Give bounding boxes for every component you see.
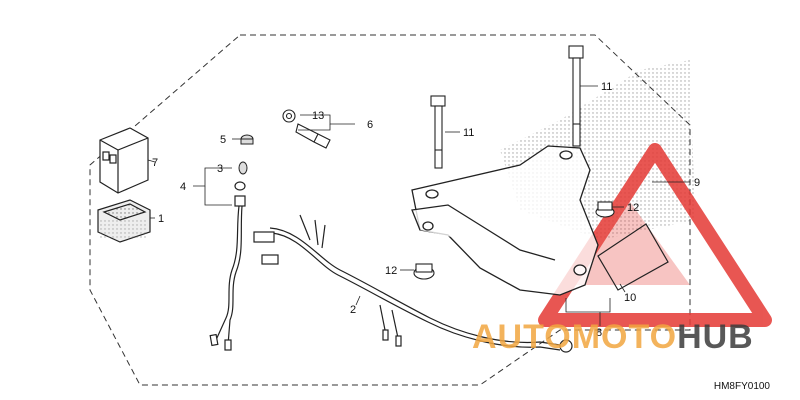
rubber-boot-part: [97, 199, 151, 243]
callout-13: 13: [312, 110, 324, 122]
bracket-part-9: [411, 145, 599, 296]
callout-9: 9: [694, 177, 700, 189]
callout-3: 3: [217, 163, 223, 175]
callout-11-left: 11: [463, 127, 474, 139]
nut-part-12-right: [595, 201, 615, 218]
watermark-text: AUTOMOTOHUB: [472, 318, 754, 357]
grommet-part-3: [238, 161, 248, 175]
bolt-part-11-left: [430, 95, 446, 169]
callout-7: 7: [152, 157, 158, 169]
callout-8: 8: [596, 327, 602, 339]
callout-1: 1: [158, 213, 164, 225]
bolt-part-11-right: [568, 45, 584, 147]
callout-12-left: 12: [385, 265, 397, 277]
watermark-text-part1: AUTOMOTO: [472, 318, 678, 356]
main-harness-part-2: [253, 214, 573, 353]
callout-5: 5: [220, 134, 226, 146]
watermark-text-part2: HUB: [677, 318, 754, 356]
callout-12-right: 12: [627, 202, 639, 214]
diagram-reference-code: HM8FY0100: [713, 381, 770, 392]
cap-part-5: [240, 134, 254, 145]
sub-harness-part-4: [209, 181, 246, 351]
callout-10: 10: [624, 292, 636, 304]
callout-11-right: 11: [601, 81, 612, 93]
label-part-10: [597, 223, 669, 291]
callout-2: 2: [350, 304, 356, 316]
callout-4: 4: [180, 181, 186, 193]
nut-part-12-left: [413, 263, 435, 280]
relay-module-part: [99, 127, 149, 194]
leader-lines: [147, 85, 690, 326]
callout-6: 6: [367, 119, 373, 131]
